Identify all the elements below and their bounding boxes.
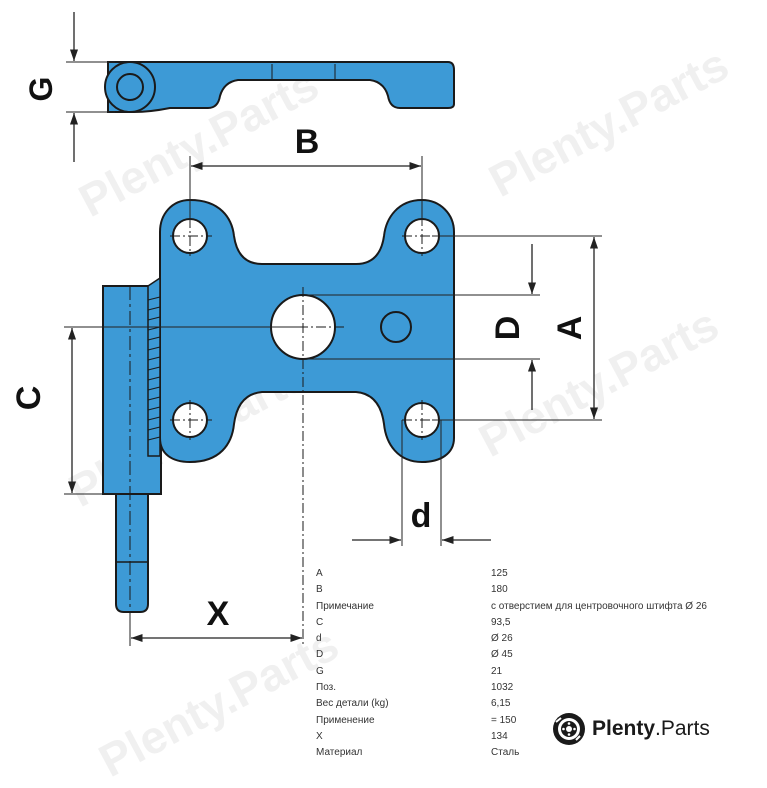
spec-key: B <box>316 584 323 596</box>
spec-value: 21 <box>491 665 503 677</box>
spec-value: 93,5 <box>491 616 511 628</box>
spec-row: G 21 <box>316 664 707 680</box>
spec-row: A 125 <box>316 566 707 582</box>
spec-value: Ø 26 <box>491 633 513 645</box>
spec-key: Примечание <box>316 600 374 612</box>
spec-row: Примечание с отверстием для центровочного… <box>316 599 707 615</box>
spec-row: Вес детали (kg) 6,15 <box>316 696 707 712</box>
spec-key: Материал <box>316 747 363 759</box>
spec-value: Сталь <box>491 747 520 759</box>
dim-label-d: D <box>489 316 527 341</box>
spec-row: Поз. 1032 <box>316 680 707 696</box>
dim-label-small-d: d <box>411 497 432 535</box>
spec-key: d <box>316 633 322 645</box>
spec-key: D <box>316 649 324 661</box>
spec-value: 134 <box>491 730 508 742</box>
dim-label-b: B <box>295 123 320 161</box>
spec-value: с отверстием для центровочного штифта Ø … <box>491 600 707 612</box>
technical-drawing: G <box>10 12 602 646</box>
spec-value: 180 <box>491 584 508 596</box>
brand-suffix: .Parts <box>655 717 710 740</box>
spec-key: G <box>316 665 324 677</box>
pin-shank <box>115 493 149 613</box>
dim-label-a: A <box>551 316 589 341</box>
spec-value: 6,15 <box>491 698 511 710</box>
spec-row: C 93,5 <box>316 615 707 631</box>
locating-pin-hole <box>380 311 412 343</box>
spec-row: D Ø 45 <box>316 647 707 663</box>
dim-label-x: X <box>207 595 230 633</box>
brand-name: Plenty <box>592 717 656 740</box>
spec-key: Вес детали (kg) <box>316 698 389 710</box>
spec-value: = 150 <box>491 714 517 726</box>
side-view-profile <box>107 61 455 113</box>
spec-key: A <box>316 568 323 579</box>
spec-row: X 134 <box>316 729 707 745</box>
spec-key: C <box>316 616 324 628</box>
spec-row: B 180 <box>316 582 707 598</box>
spec-row: d Ø 26 <box>316 631 707 647</box>
dimensions <box>64 156 602 646</box>
plate-rib <box>147 276 161 457</box>
brand-logo: Plenty.Parts <box>552 712 710 746</box>
plan-view <box>102 198 455 646</box>
rib-teeth <box>147 296 161 441</box>
spec-value: 1032 <box>491 682 514 694</box>
dim-label-c: C <box>10 386 48 411</box>
side-view-bore <box>116 73 144 101</box>
spec-key: X <box>316 730 323 742</box>
spec-key: Применение <box>316 714 375 726</box>
spec-key: Поз. <box>316 682 336 694</box>
side-view: G <box>23 12 455 162</box>
brake-disc-icon <box>553 713 585 745</box>
spec-row: Применение = 150 <box>316 713 707 729</box>
spec-value: 125 <box>491 568 508 579</box>
spec-row: Материал Сталь <box>316 745 707 761</box>
spec-value: Ø 45 <box>491 649 513 661</box>
dim-label-g: G <box>23 77 59 102</box>
